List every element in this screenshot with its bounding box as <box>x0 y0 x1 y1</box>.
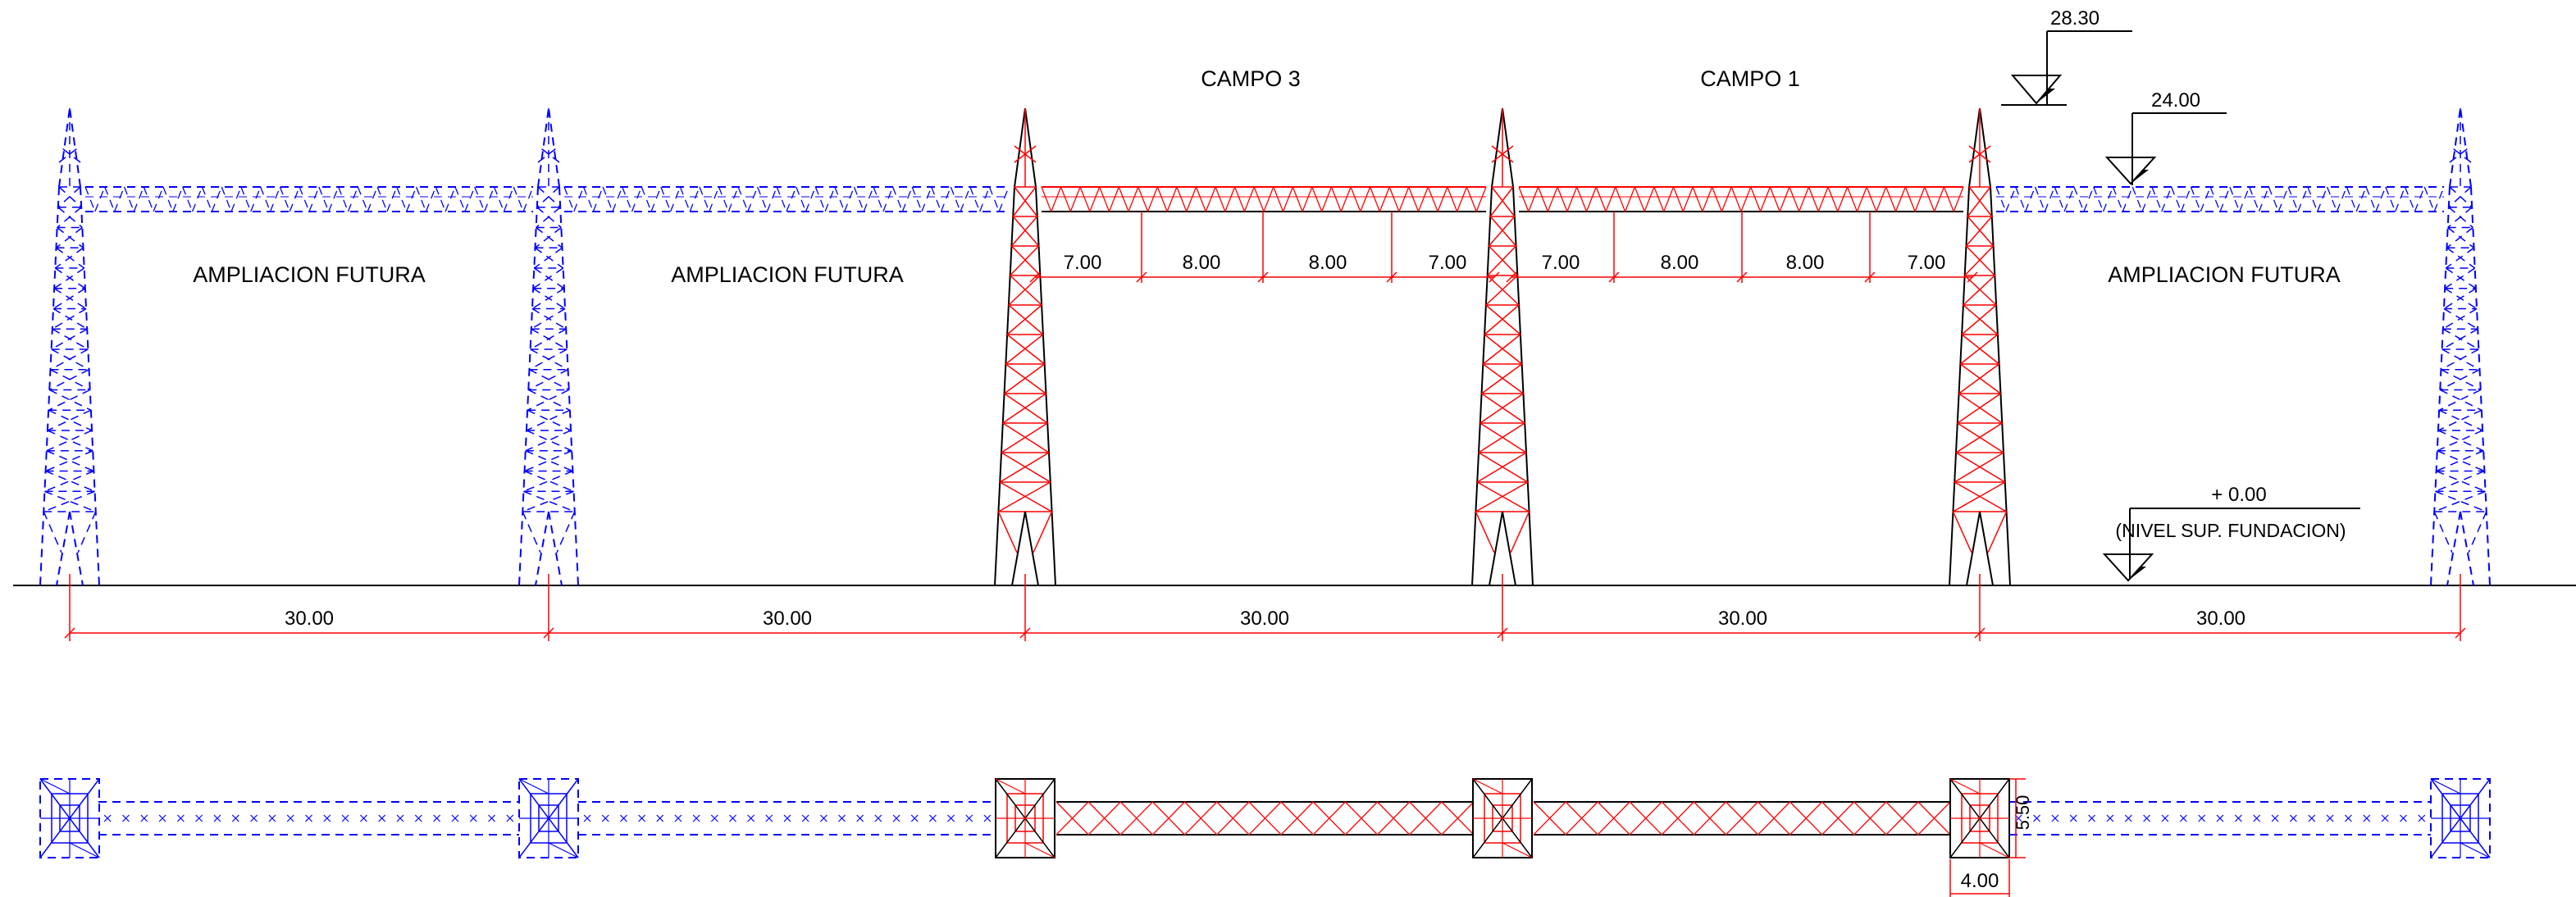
elevation-beams <box>64 186 2466 641</box>
tower-1 <box>39 107 100 586</box>
span-dim-5: 30.00 <box>2196 608 2245 630</box>
beam-dim-left-4: 7.00 <box>1429 252 1467 274</box>
beam-dim-left-1: 7.00 <box>1064 252 1102 274</box>
plan-beam-campo-1 <box>1533 801 1951 836</box>
beam-dim-left-3: 8.00 <box>1309 252 1347 274</box>
plan-depth-dim: 5.50 <box>2013 795 2033 831</box>
future-expansion-label-3: AMPLIACION FUTURA <box>2108 262 2341 287</box>
span-dimensions: 30.00 30.00 30.00 30.00 30.00 <box>285 608 2245 630</box>
plan-tower-2 <box>518 778 579 858</box>
plan-tower-3 <box>995 778 1055 858</box>
tower-4 <box>1471 107 1534 586</box>
span-dim-lines <box>64 574 2466 641</box>
beam-dim-lines-right <box>1506 212 1978 283</box>
beam-dimensions-left: 7.00 8.00 8.00 7.00 <box>1064 252 1467 274</box>
plan-width-dim: 4.00 <box>1961 870 1999 892</box>
elevation-towers <box>39 107 2491 586</box>
beam-future-2 <box>563 186 1010 212</box>
span-dim-1: 30.00 <box>285 608 334 630</box>
future-expansion-label-1: AMPLIACION FUTURA <box>193 262 426 287</box>
tower-3 <box>994 107 1056 586</box>
campo-right-label: CAMPO 1 <box>1700 66 1800 91</box>
plan-tower-5 <box>1949 778 2010 858</box>
span-dim-3: 30.00 <box>1240 608 1289 630</box>
level-marker-tower-top: 28.30 <box>2001 7 2132 106</box>
span-dim-2: 30.00 <box>763 608 812 630</box>
beam-campo-1 <box>1518 186 1964 212</box>
beam-dim-left-2: 8.00 <box>1183 252 1221 274</box>
beam-dim-lines-left <box>1029 212 1500 283</box>
plan-beam-future-1 <box>98 801 519 836</box>
level-beam-text: 24.00 <box>2151 89 2200 112</box>
future-expansion-label-2: AMPLIACION FUTURA <box>671 262 904 287</box>
level-ground-note: (NIVEL SUP. FUNDACION) <box>2115 520 2346 541</box>
level-tower-top-text: 28.30 <box>2050 7 2100 30</box>
plan-tower-6 <box>2430 778 2491 858</box>
plan-beam-campo-3 <box>1055 801 1475 836</box>
tower-6 <box>2430 107 2491 586</box>
plan-view <box>39 778 2491 897</box>
beam-future-1 <box>84 186 534 212</box>
level-ground-text: + 0.00 <box>2211 484 2266 506</box>
beam-dim-right-2: 8.00 <box>1661 252 1699 274</box>
beam-future-3 <box>1995 186 2445 212</box>
level-marker-ground: + 0.00 (NIVEL SUP. FUNDACION) <box>2102 484 2360 582</box>
beam-dimensions-right: 7.00 8.00 8.00 7.00 <box>1542 252 1946 274</box>
beam-dim-right-3: 8.00 <box>1786 252 1825 274</box>
tower-2 <box>518 107 579 586</box>
plan-dim-lines <box>1949 778 2026 897</box>
span-dim-4: 30.00 <box>1718 608 1767 630</box>
campo-left-label: CAMPO 3 <box>1201 66 1301 91</box>
plan-tower-4 <box>1472 778 1533 858</box>
plan-tower-1 <box>39 778 100 858</box>
plan-beam-future-3 <box>2009 801 2431 836</box>
beam-campo-3 <box>1041 186 1487 212</box>
beam-dim-right-4: 7.00 <box>1908 252 1946 274</box>
tower-5 <box>1949 107 2011 586</box>
level-marker-beam: 24.00 <box>2104 89 2227 185</box>
beam-dim-right-1: 7.00 <box>1542 252 1580 274</box>
plan-beam-future-2 <box>578 801 996 836</box>
